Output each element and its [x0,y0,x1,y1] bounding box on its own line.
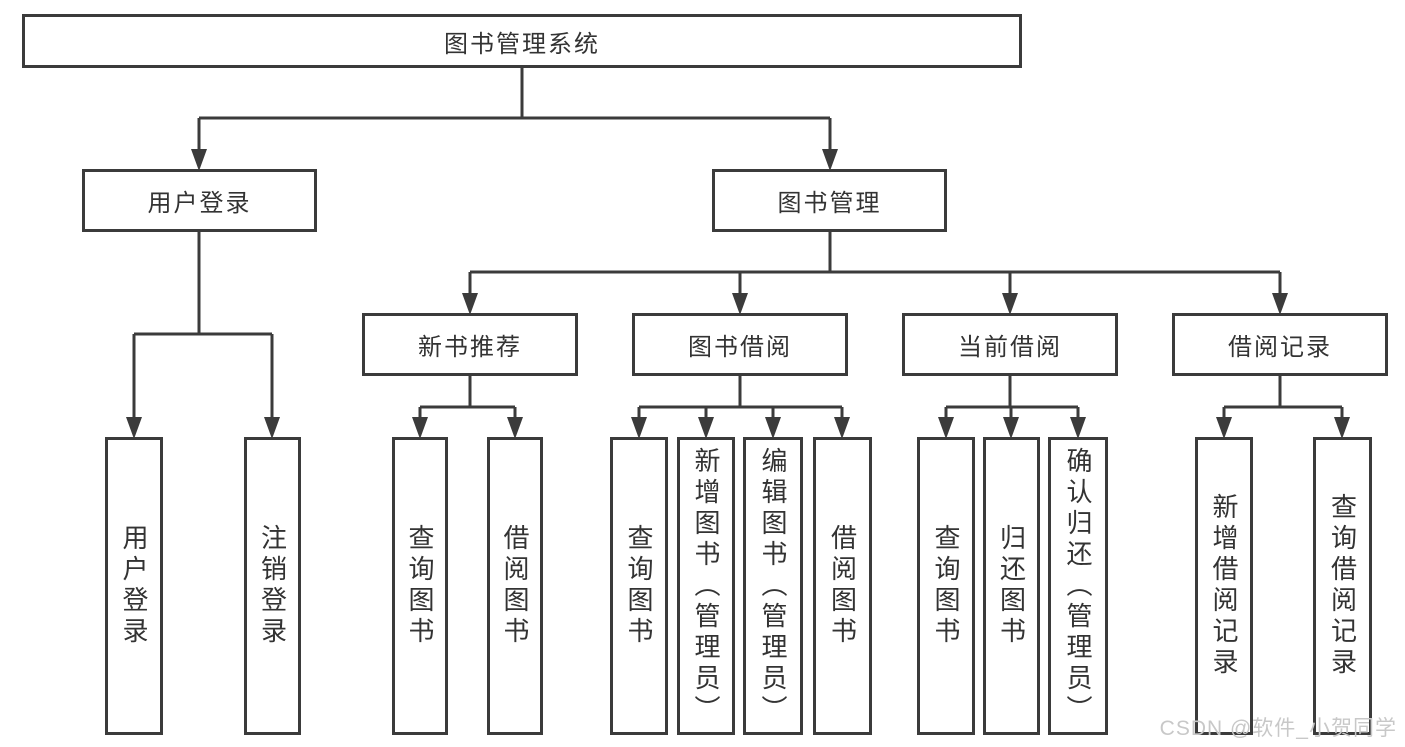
node-user-login: 用户登录 [82,169,317,232]
node-book-management: 图书管理 [712,169,947,232]
leaf-label: 借阅图书 [827,524,858,648]
leaf-label: 查询图书 [624,524,654,648]
node-new-book-recommendation: 新书推荐 [362,313,578,376]
node-label: 图书借阅 [688,334,792,361]
node-borrowing-records: 借阅记录 [1172,313,1388,376]
leaf-label: 查询图书 [405,524,435,648]
leaf-edit-book-admin: 编辑图书（管理员） [743,437,803,735]
node-library-management-system: 图书管理系统 [22,14,1022,68]
leaf-confirm-return-admin: 确认归还（管理员） [1048,437,1108,735]
leaf-query-books-recommend: 查询图书 [392,437,448,735]
node-label: 图书管理系统 [444,30,600,58]
leaf-label: 新增图书（管理员） [691,446,721,726]
leaf-label: 确认归还（管理员） [1063,446,1093,726]
leaf-add-book-admin: 新增图书（管理员） [677,437,735,735]
node-label: 用户登录 [147,190,252,217]
node-label: 图书管理 [777,190,882,217]
leaf-query-borrow-record: 查询借阅记录 [1313,437,1372,735]
leaf-label: 查询借阅记录 [1327,493,1358,679]
leaf-label: 编辑图书（管理员） [758,446,788,726]
leaf-label: 查询图书 [931,524,961,648]
leaf-borrow-books-recommend: 借阅图书 [487,437,543,735]
node-book-borrowing: 图书借阅 [632,313,848,376]
node-current-borrowing: 当前借阅 [902,313,1118,376]
leaf-user-login: 用户登录 [105,437,163,735]
leaf-query-books-borrow: 查询图书 [610,437,668,735]
leaf-label: 借阅图书 [500,524,530,648]
leaf-return-books: 归还图书 [983,437,1040,735]
leaf-label: 归还图书 [996,524,1027,648]
leaf-label: 用户登录 [119,524,149,648]
node-label: 新书推荐 [418,334,522,361]
leaf-query-books-current: 查询图书 [917,437,975,735]
leaf-add-borrow-record: 新增借阅记录 [1195,437,1253,735]
tree-edges [132,68,1344,417]
node-label: 当前借阅 [958,334,1062,361]
leaf-label: 注销登录 [257,524,288,648]
watermark: CSDN @软件_小贺同学 [1159,717,1397,740]
leaf-label: 新增借阅记录 [1209,493,1239,679]
node-label: 借阅记录 [1228,334,1332,361]
leaf-borrow-books: 借阅图书 [813,437,872,735]
leaf-logout: 注销登录 [244,437,301,735]
arrowheads [126,149,1350,439]
